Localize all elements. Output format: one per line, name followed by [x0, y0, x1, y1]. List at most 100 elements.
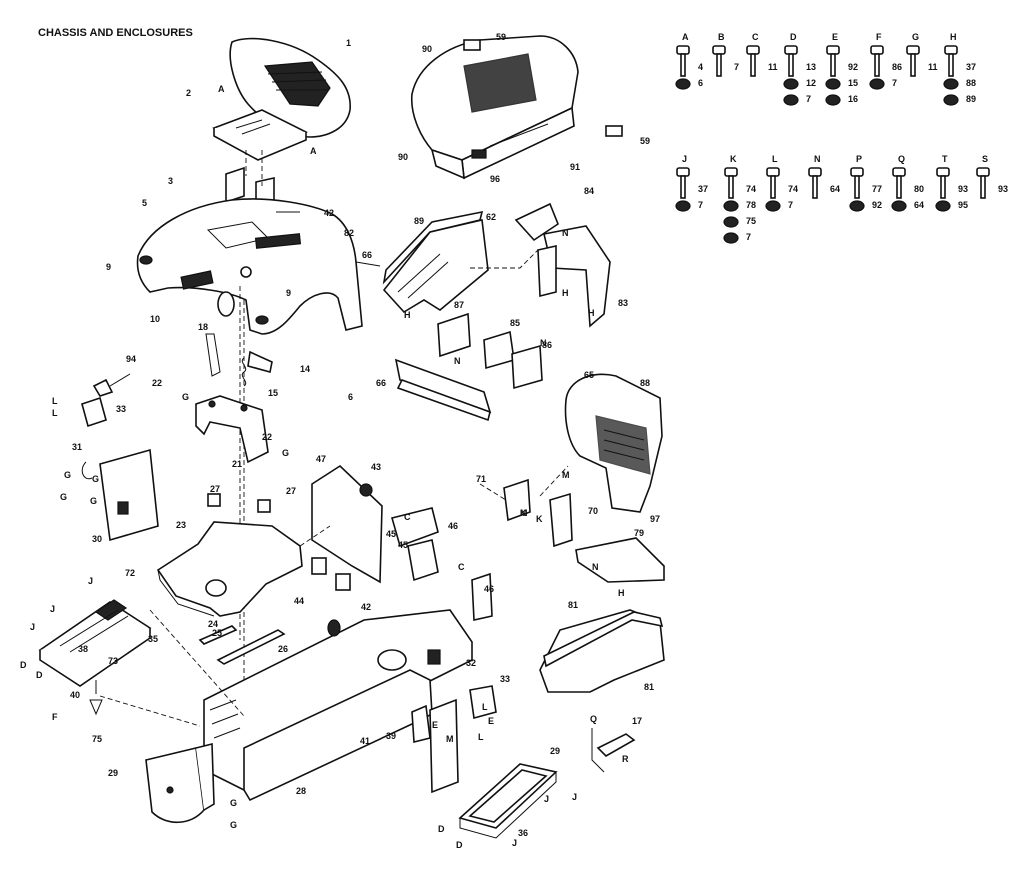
bolt-head-icon [850, 167, 864, 177]
hood [410, 35, 623, 180]
callout-22: 22 [152, 378, 162, 388]
bolt-head-icon [892, 167, 906, 177]
callout-66: 66 [376, 378, 386, 388]
callout-89: 89 [414, 216, 424, 226]
reference-letters: AAGGGGLLGGJJJDDFGGMNNNHHHCCMKKLLEEJJDDJQ… [20, 84, 629, 850]
bolt-shank-icon [896, 175, 902, 199]
callout-86: 86 [542, 340, 552, 350]
hardware-letter: G [912, 32, 919, 42]
callout-3: 3 [168, 176, 173, 186]
hardware-number: 92 [848, 62, 858, 72]
hardware-number: 64 [830, 184, 840, 194]
nut-27-right [257, 499, 271, 513]
nut-icon [783, 78, 799, 90]
callout-47: 47 [316, 454, 326, 464]
side-panel-left [81, 378, 159, 542]
ref-letter-J: J [30, 622, 35, 632]
bolt-shank-icon [728, 175, 734, 199]
headlights [437, 312, 543, 390]
callout-72: 72 [125, 568, 135, 578]
callout-27: 27 [286, 486, 296, 496]
hardware-number: 92 [872, 200, 882, 210]
fender-pan [136, 198, 363, 335]
hardware-letter: P [856, 154, 862, 164]
callout-24: 24 [208, 619, 218, 629]
callout-6: 6 [348, 392, 353, 402]
nut-icon [935, 200, 951, 212]
hinge-44 [311, 557, 351, 591]
callout-29: 29 [108, 768, 118, 778]
callout-85: 85 [510, 318, 520, 328]
center-brackets [411, 685, 497, 794]
callout-26: 26 [278, 644, 288, 654]
bolt-shank-icon [750, 53, 756, 77]
light-bar [394, 358, 492, 422]
callout-35: 35 [148, 634, 158, 644]
drawbar [458, 763, 558, 839]
clip-17-wire [591, 728, 605, 773]
hardware-number: 89 [966, 94, 976, 104]
bolt-shank-icon [980, 175, 986, 199]
ref-letter-D: D [438, 824, 445, 834]
bolt-shank-icon [854, 175, 860, 199]
hardware-letter: H [950, 32, 957, 42]
hardware-number: 78 [746, 200, 756, 210]
hardware-letter: F [876, 32, 882, 42]
callout-9: 9 [106, 262, 111, 272]
callout-17: 17 [632, 716, 642, 726]
callout-42: 42 [324, 208, 334, 218]
callout-84: 84 [584, 186, 594, 196]
hardware-P: P 77 92 [849, 154, 882, 212]
bolt-shank-icon [680, 175, 686, 199]
callout-25: 25 [212, 628, 222, 638]
ref-letter-A: A [310, 146, 317, 156]
hardware-number: 7 [806, 94, 811, 104]
nut-icon [825, 94, 841, 106]
pin-40 [89, 680, 103, 716]
hardware-number: 77 [872, 184, 882, 194]
ref-letter-L: L [478, 732, 484, 742]
ref-letter-E: E [432, 720, 438, 730]
callout-18: 18 [198, 322, 208, 332]
callout-96: 96 [490, 174, 500, 184]
ref-letter-J: J [544, 794, 549, 804]
callout-36: 36 [518, 828, 528, 838]
hardware-A: A46 [675, 32, 703, 90]
callout-23: 23 [176, 520, 186, 530]
nut-icon [825, 78, 841, 90]
nut-icon [675, 78, 691, 90]
callout-29: 29 [550, 746, 560, 756]
clip-17 [596, 733, 636, 757]
nut-icon [869, 78, 885, 90]
nut-icon [943, 78, 959, 90]
callout-82: 82 [344, 228, 354, 238]
callout-83: 83 [618, 298, 628, 308]
callout-81: 81 [568, 600, 578, 610]
ref-letter-K: K [536, 514, 543, 524]
bolt-head-icon [976, 167, 990, 177]
callout-46: 46 [448, 521, 458, 531]
nut-icon [723, 232, 739, 244]
nut-icon [765, 200, 781, 212]
hardware-letter: N [814, 154, 821, 164]
bolt-shank-icon [874, 53, 880, 77]
ref-letter-N: N [592, 562, 599, 572]
callout-43: 43 [371, 462, 381, 472]
hardware-number: 95 [958, 200, 968, 210]
ref-letter-J: J [512, 838, 517, 848]
hardware-letter: S [982, 154, 988, 164]
bolt-head-icon [936, 167, 950, 177]
hardware-N: N 64 [808, 154, 840, 199]
ref-letter-F: F [52, 712, 58, 722]
ref-letter-E: E [488, 716, 494, 726]
ref-letter-H: H [404, 310, 411, 320]
hardware-number: 37 [966, 62, 976, 72]
hardware-number: 80 [914, 184, 924, 194]
nut-icon [943, 94, 959, 106]
rear-bracket [145, 742, 215, 823]
